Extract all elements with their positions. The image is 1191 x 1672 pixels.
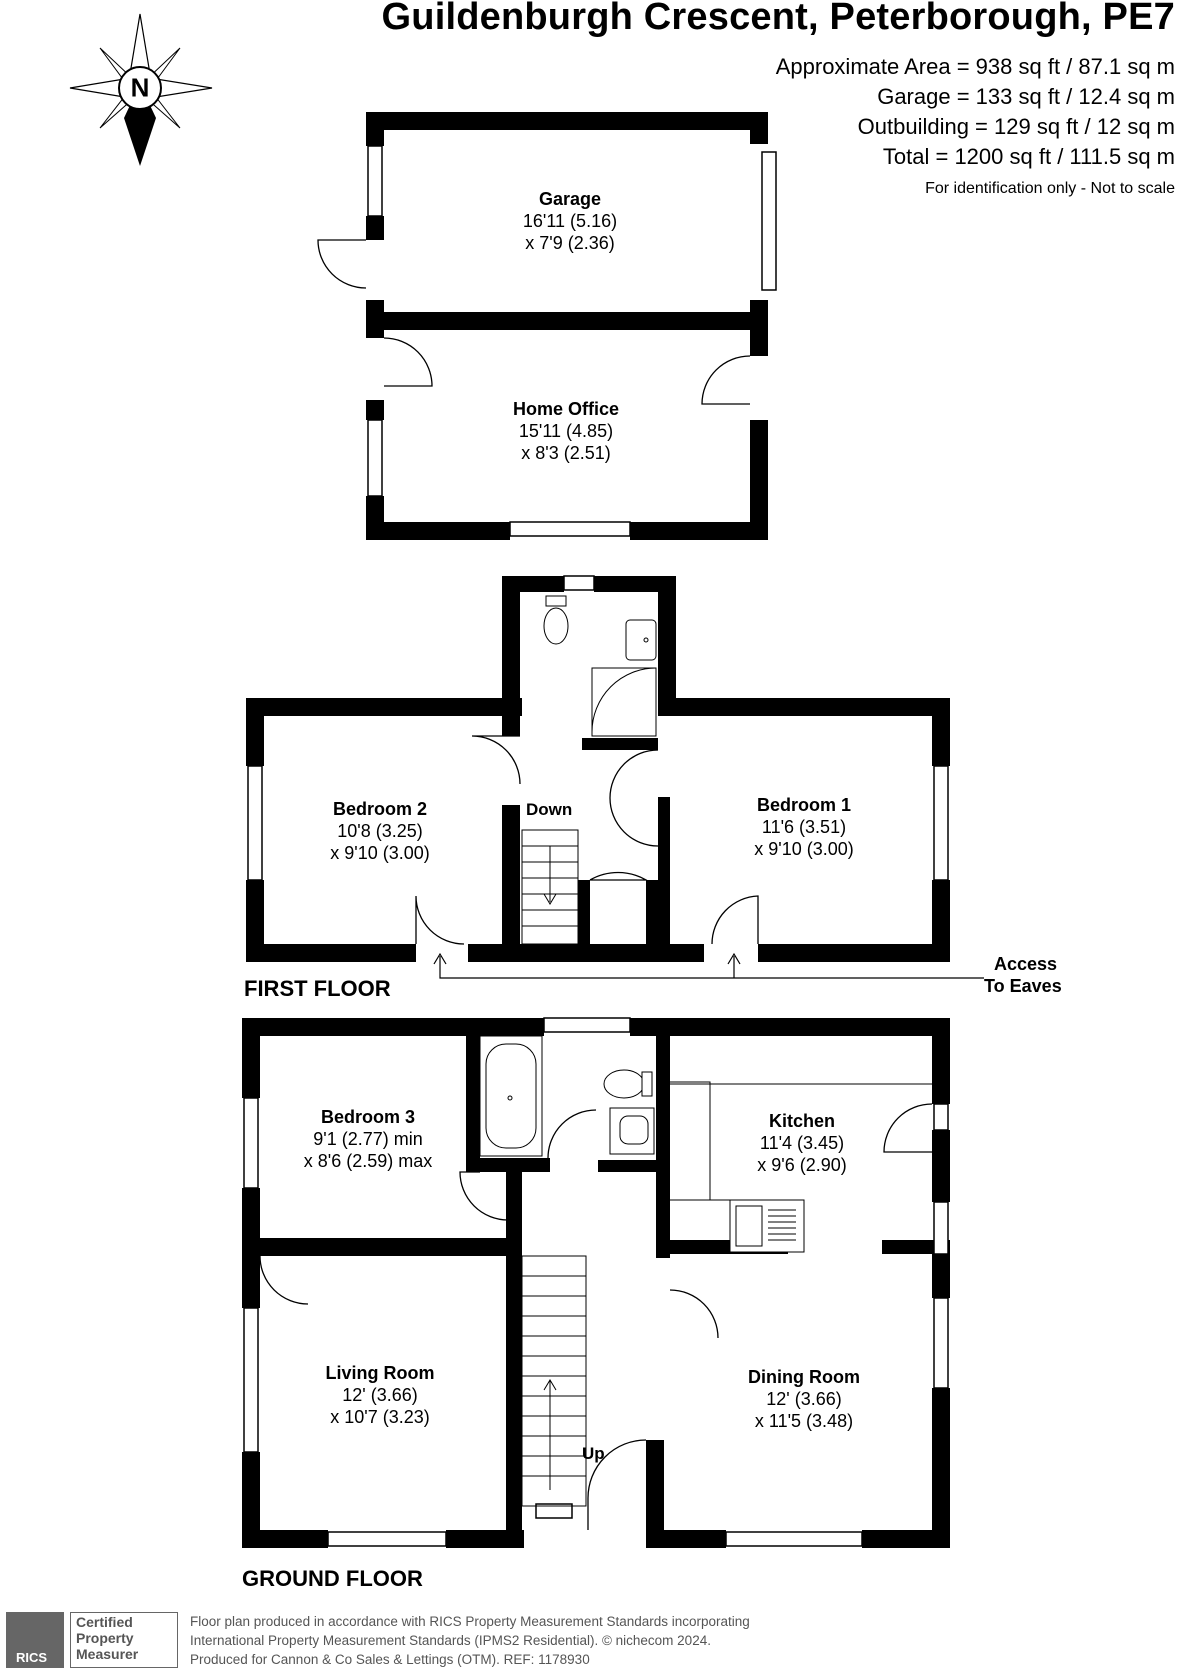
compass-north-label: N xyxy=(130,72,150,103)
access-leader-lines xyxy=(433,952,984,979)
room-dining-room: Dining Room 12' (3.66) x 11'5 (3.48) xyxy=(748,1366,860,1432)
room-home-office: Home Office 15'11 (4.85) x 8'3 (2.51) xyxy=(513,398,619,464)
footer-line: International Property Measurement Stand… xyxy=(190,1633,711,1648)
footer-line: Floor plan produced in accordance with R… xyxy=(190,1614,750,1629)
room-name: Bedroom 1 xyxy=(756,795,852,815)
room-name: Kitchen xyxy=(768,1111,836,1131)
badge-line: Certified xyxy=(76,1614,133,1630)
total-area: Total = 1200 sq ft / 111.5 sq m xyxy=(882,144,1175,169)
page-title: Guildenburgh Crescent, Peterborough, PE7 xyxy=(381,0,1175,38)
room-dimension: 11'4 (3.45) xyxy=(759,1133,845,1153)
outbuilding-area: Outbuilding = 129 sq ft / 12 sq m xyxy=(857,114,1175,139)
footer-line: Produced for Cannon & Co Sales & Letting… xyxy=(190,1652,590,1667)
rics-logo-word: RICS xyxy=(16,1650,48,1665)
fixtures xyxy=(479,595,805,1253)
room-living-room: Living Room 12' (3.66) x 10'7 (3.23) xyxy=(326,1362,435,1428)
rics-certified-badge: RICS Certified Property Measurer xyxy=(6,1612,178,1668)
room-name: Living Room xyxy=(325,1363,435,1383)
room-bedroom-3: Bedroom 3 9'1 (2.77) min x 8'6 (2.59) ma… xyxy=(304,1106,433,1172)
windows xyxy=(243,145,949,1547)
badge-line: Measurer xyxy=(76,1646,139,1662)
doors xyxy=(259,239,933,1530)
room-dimension: 10'8 (3.25) xyxy=(337,821,423,841)
room-name: Garage xyxy=(538,189,602,209)
room-bedroom-2: Bedroom 2 10'8 (3.25) x 9'10 (3.00) xyxy=(330,798,430,864)
room-dimension: 12' (3.66) xyxy=(766,1389,842,1409)
room-dimension: x 9'10 (3.00) xyxy=(754,839,854,859)
walls xyxy=(242,112,950,1548)
room-name: Bedroom 2 xyxy=(332,799,428,819)
room-dimension: x 9'10 (3.00) xyxy=(330,843,430,863)
access-eaves-label-line2: To Eaves xyxy=(984,976,1062,996)
stairs-down-label: Down xyxy=(526,800,573,819)
approximate-area: Approximate Area = 938 sq ft / 87.1 sq m xyxy=(775,54,1175,79)
room-dimension: x 7'9 (2.36) xyxy=(525,233,615,253)
stairs-up-label: Up xyxy=(582,1444,605,1463)
room-dimension: x 10'7 (3.23) xyxy=(330,1407,430,1427)
room-dimension: x 8'3 (2.51) xyxy=(521,443,611,463)
room-dimension: 11'6 (3.51) xyxy=(761,817,847,837)
first-floor-label: FIRST FLOOR xyxy=(244,976,391,1001)
room-dimension: 9'1 (2.77) min xyxy=(313,1129,423,1149)
stairs xyxy=(521,829,587,1507)
room-dimension: 15'11 (4.85) xyxy=(518,421,614,441)
room-name: Bedroom 3 xyxy=(320,1107,416,1127)
room-bedroom-1: Bedroom 1 11'6 (3.51) x 9'10 (3.00) xyxy=(754,794,854,860)
garage-area: Garage = 133 sq ft / 12.4 sq m xyxy=(877,84,1175,109)
compass-rose-icon xyxy=(69,13,213,166)
rics-badge-text: Certified Property Measurer xyxy=(76,1614,138,1662)
room-dimension: x 8'6 (2.59) max xyxy=(303,1151,433,1171)
room-dimension: x 9'6 (2.90) xyxy=(757,1155,847,1175)
access-eaves-label-line1: Access xyxy=(994,954,1058,974)
badge-line: Property xyxy=(76,1630,134,1646)
rics-badge-frame xyxy=(70,1612,178,1668)
rics-logo-icon xyxy=(6,1612,64,1668)
kitchen-worktop xyxy=(670,1083,932,1252)
room-dimension: 16'11 (5.16) xyxy=(522,211,618,231)
identification-note: For identification only - Not to scale xyxy=(925,180,1175,197)
room-dimension: x 11'5 (3.48) xyxy=(754,1411,854,1431)
room-kitchen: Kitchen 11'4 (3.45) x 9'6 (2.90) xyxy=(757,1110,846,1176)
room-garage: Garage 16'11 (5.16) x 7'9 (2.36) xyxy=(523,188,617,254)
ground-floor-label: GROUND FLOOR xyxy=(242,1566,423,1591)
footer-disclaimer: Floor plan produced in accordance with R… xyxy=(190,1612,750,1669)
room-name: Home Office xyxy=(512,399,620,419)
room-name: Dining Room xyxy=(748,1367,860,1387)
room-dimension: 12' (3.66) xyxy=(342,1385,418,1405)
